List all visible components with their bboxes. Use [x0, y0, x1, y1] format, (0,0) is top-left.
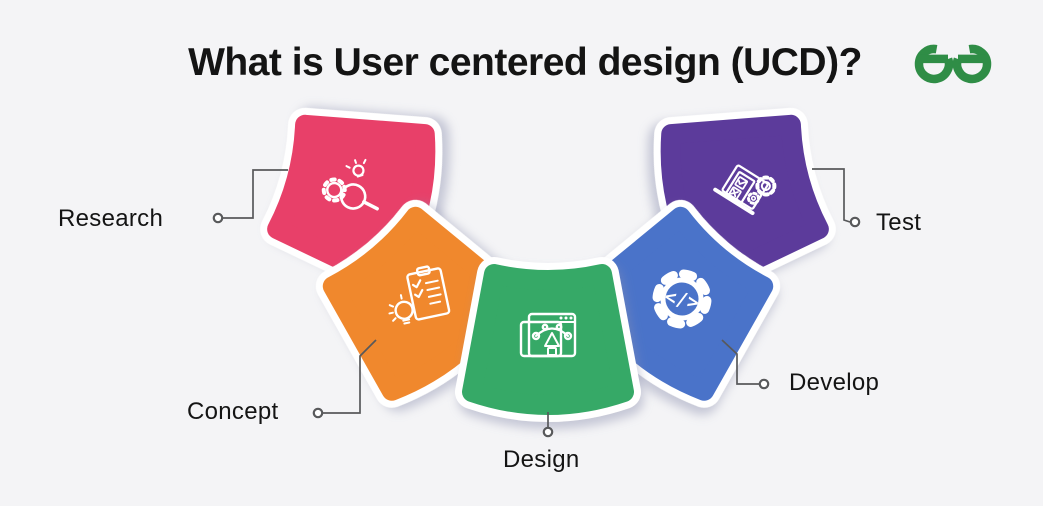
connector-research — [223, 169, 288, 219]
connector-dot-research — [212, 212, 224, 224]
stage-concept-shape — [316, 203, 517, 401]
label-research: Research — [58, 205, 164, 232]
connector-test — [812, 168, 851, 223]
page-title: What is User centered design (UCD)? — [188, 41, 862, 84]
stage-design-shape — [472, 274, 624, 405]
stage-research-shape — [271, 104, 437, 285]
clipboard-checklist-bulb-icon — [388, 265, 451, 325]
connector-dot-test — [849, 216, 861, 228]
connector-develop — [721, 339, 759, 385]
stage-develop-shape: </> — [579, 203, 780, 401]
laptop-checklist-gears-icon — [713, 164, 777, 216]
connector-dot-design — [542, 426, 554, 438]
magnifier-gear-bulb-icon — [321, 158, 379, 211]
connector-concept — [323, 339, 377, 414]
connector-dot-develop — [758, 378, 770, 390]
connector-lines — [212, 168, 861, 438]
stage-test-shape — [659, 104, 825, 285]
label-concept: Concept — [187, 398, 279, 425]
window-pen-tool-icon — [519, 312, 577, 358]
label-develop: Develop — [789, 369, 880, 396]
connector-dot-concept — [312, 407, 324, 419]
label-design: Design — [503, 446, 580, 473]
geeksforgeeks-logo-icon — [914, 44, 992, 84]
label-test: Test — [876, 209, 922, 236]
